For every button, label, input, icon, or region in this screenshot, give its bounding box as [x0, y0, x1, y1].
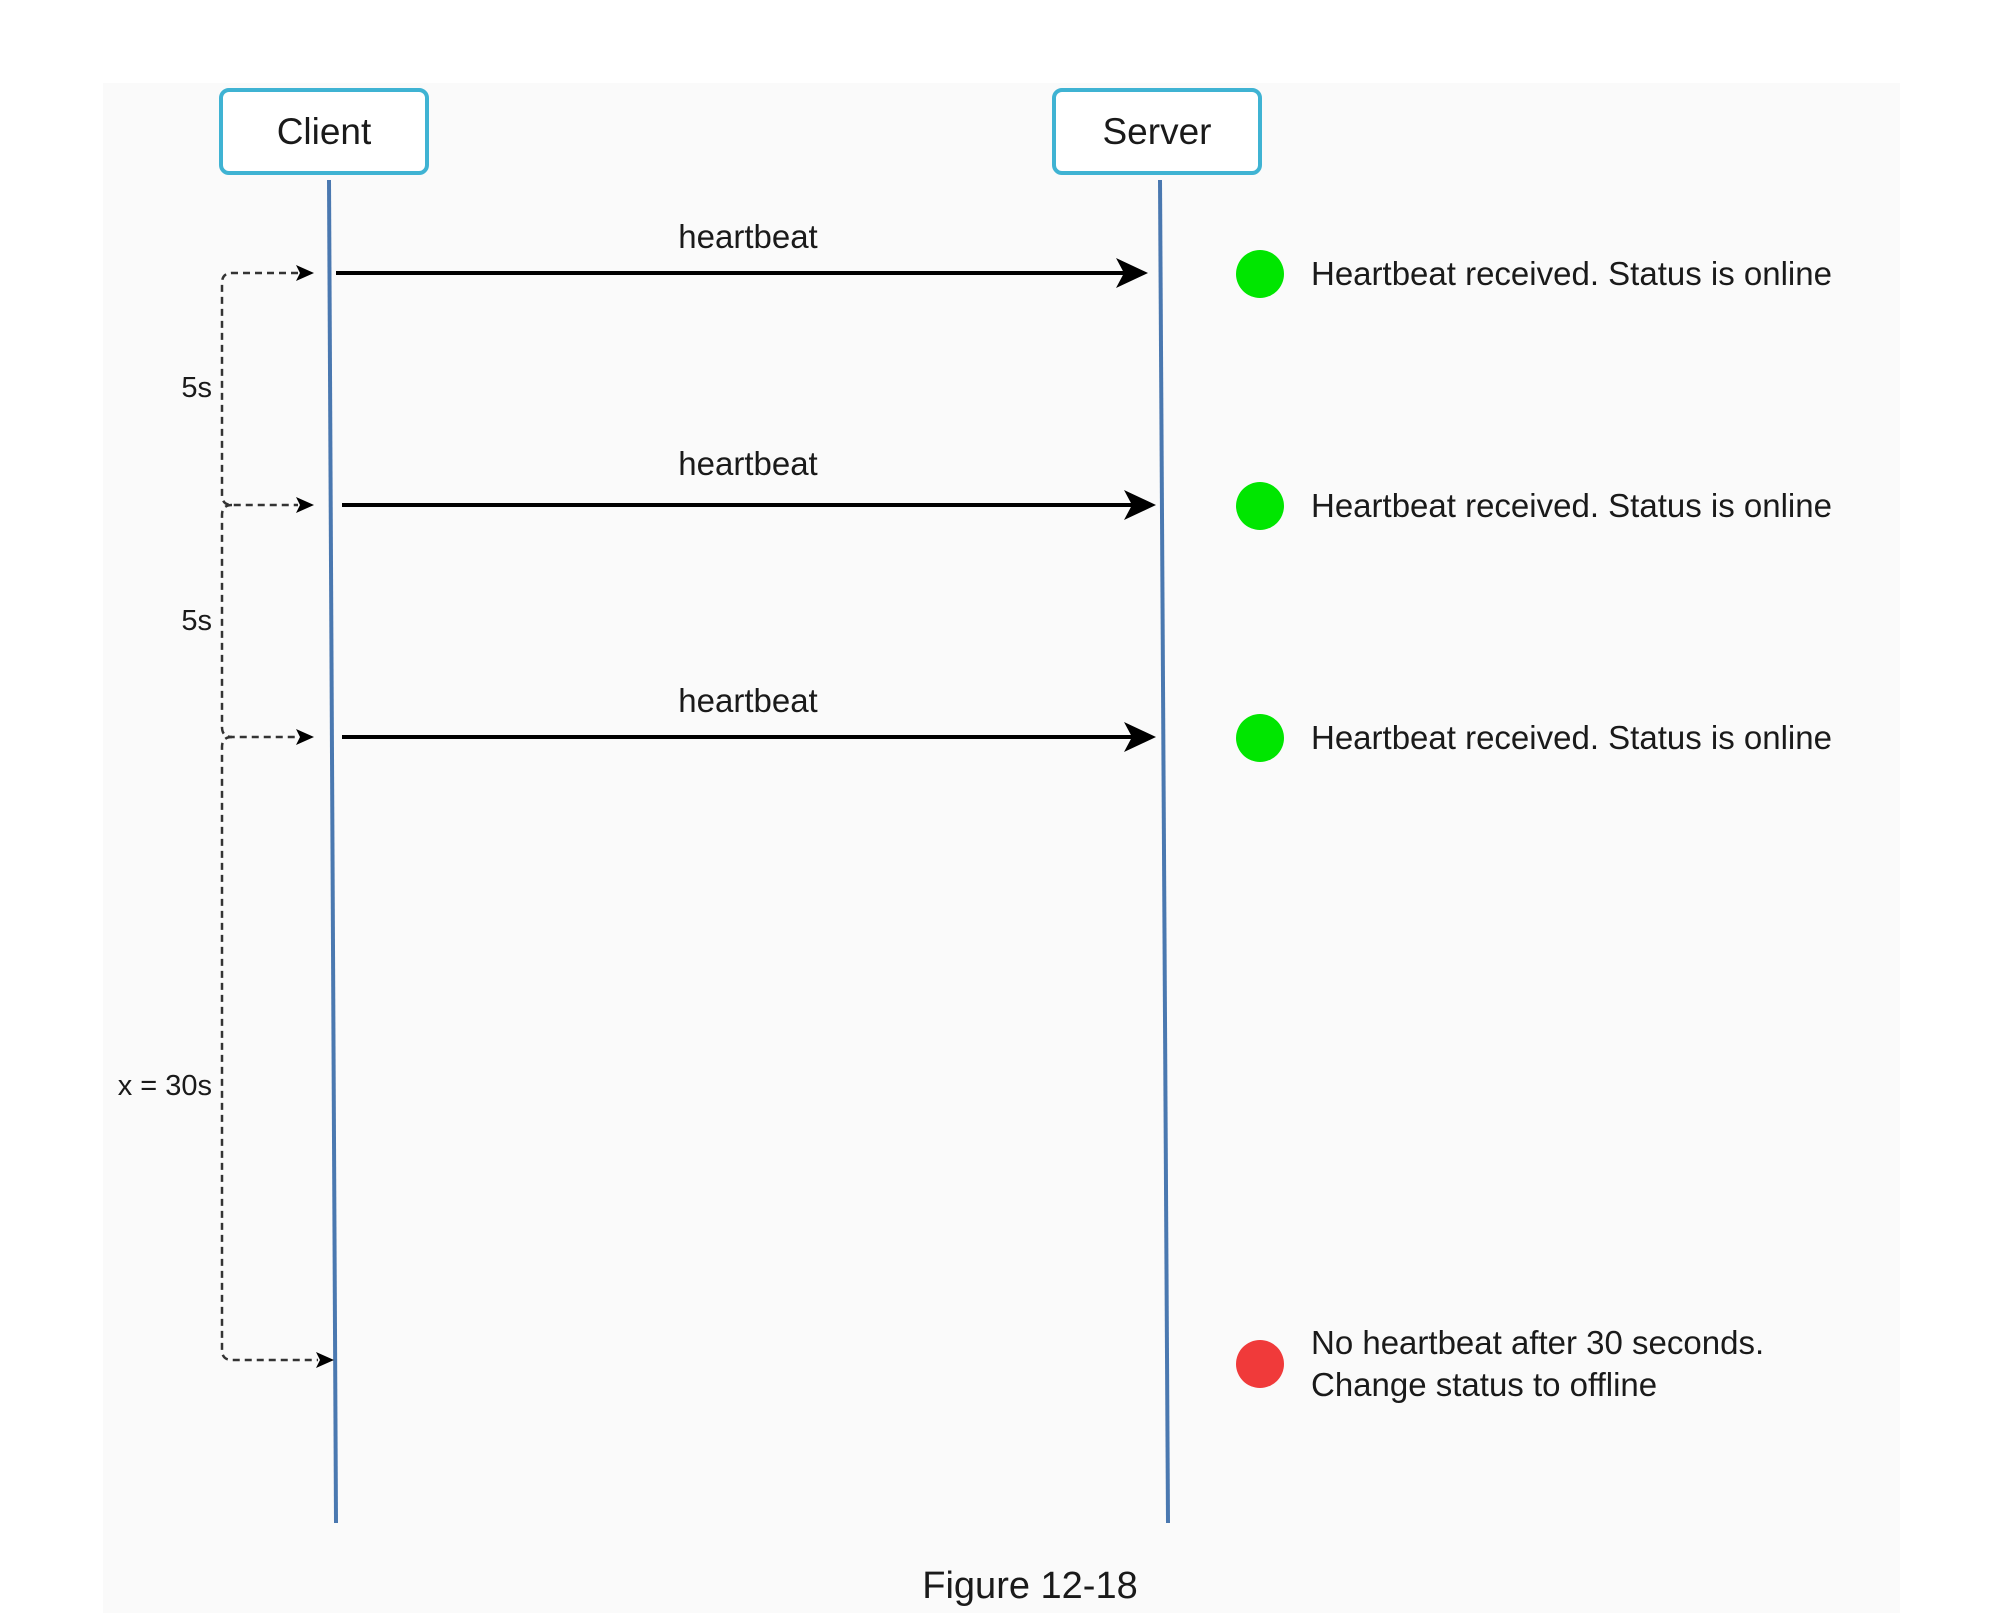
interval-label: 5s [181, 605, 212, 637]
interval-label: 5s [181, 372, 212, 404]
status-text-line: No heartbeat after 30 seconds. [1311, 1324, 1765, 1361]
server-actor-box: Server [1052, 88, 1262, 175]
heartbeat-arrow [336, 258, 1148, 288]
green-status-dot-icon [1236, 714, 1284, 762]
status-online: Heartbeat received. Status is online [1236, 482, 1832, 530]
green-status-dot-icon [1236, 482, 1284, 530]
status-text: Heartbeat received. Status is online [1311, 487, 1832, 524]
interval-bracket [220, 503, 298, 739]
status-online: Heartbeat received. Status is online [1236, 714, 1832, 762]
server-lifeline [1158, 179, 1170, 1524]
status-offline: No heartbeat after 30 seconds. Change st… [1236, 1322, 1764, 1406]
status-text-line: Change status to offline [1311, 1366, 1658, 1403]
status-text: No heartbeat after 30 seconds. Change st… [1311, 1322, 1764, 1406]
figure-caption: Figure 12-18 [922, 1565, 1138, 1607]
diagram-background [103, 83, 1900, 1613]
status-online: Heartbeat received. Status is online [1236, 250, 1832, 298]
heartbeat-arrow [342, 722, 1156, 752]
red-status-dot-icon [1236, 1340, 1284, 1388]
bracket-arrowheads [296, 265, 334, 1368]
green-status-dot-icon [1236, 250, 1284, 298]
client-label: Client [276, 110, 372, 152]
interval-bracket [220, 271, 298, 507]
heartbeat-label: heartbeat [678, 218, 818, 255]
heartbeat-arrow [342, 490, 1156, 520]
server-label: Server [1102, 110, 1212, 152]
status-text: Heartbeat received. Status is online [1311, 719, 1832, 756]
client-actor-box: Client [219, 88, 429, 175]
status-text: Heartbeat received. Status is online [1311, 255, 1832, 292]
heartbeat-label: heartbeat [678, 445, 818, 482]
client-lifeline [327, 179, 338, 1524]
heartbeat-label: heartbeat [678, 682, 818, 719]
interval-label: x = 30s [117, 1070, 212, 1102]
interval-bracket [220, 735, 318, 1362]
